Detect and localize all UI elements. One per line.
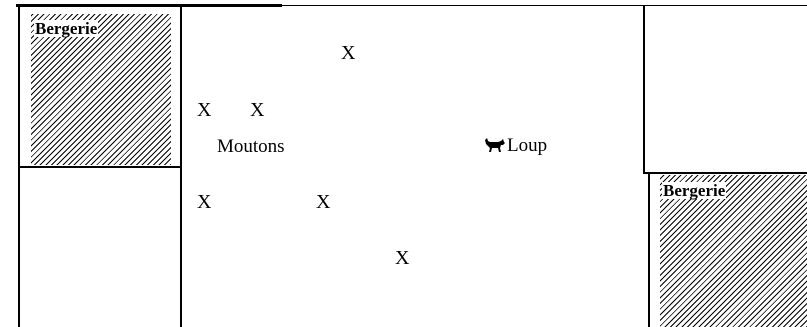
sheepfold-left — [31, 14, 171, 165]
right-divider-lower — [648, 172, 650, 327]
sheep-mark: X — [316, 191, 331, 213]
right-box-bottom — [643, 172, 807, 174]
sheep-mark: X — [197, 99, 212, 121]
top-left-bar — [16, 4, 282, 7]
sheep-mark: X — [197, 191, 212, 213]
right-divider-upper — [643, 5, 645, 174]
sheepfold-right — [660, 175, 807, 327]
sheepfold-right-label: Bergerie — [662, 181, 727, 200]
sheepfold-left-label: Bergerie — [34, 19, 99, 38]
sheep-mark: X — [250, 99, 265, 121]
wolf-marker: Loup — [484, 136, 547, 155]
wolf-icon — [485, 138, 505, 152]
top-border — [180, 5, 807, 6]
left-pen-bottom — [18, 166, 182, 168]
sheep-mark: X — [341, 42, 356, 64]
wolf-label: Loup — [507, 135, 548, 156]
sheep-label: Moutons — [217, 136, 285, 157]
sheep-mark: X — [395, 247, 410, 269]
